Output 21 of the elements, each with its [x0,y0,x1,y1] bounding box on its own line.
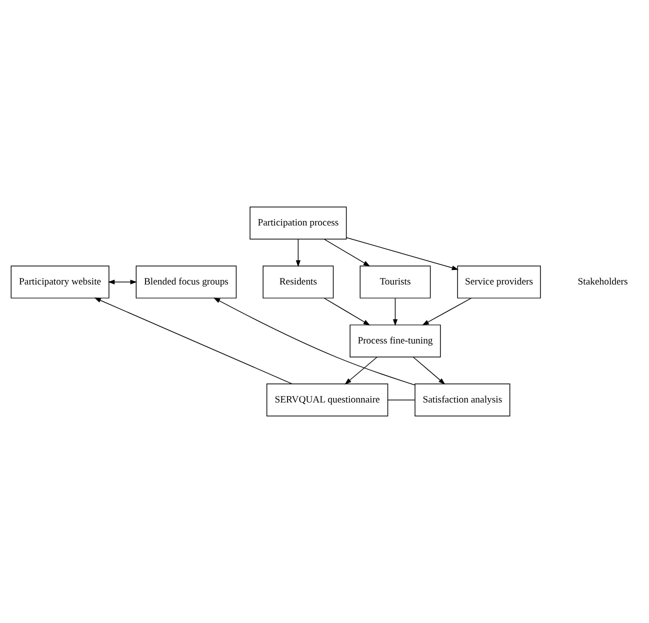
label: Stakeholders [578,276,628,288]
node-box: SERVQUAL questionnaire [266,384,388,416]
node-box: Residents [262,266,334,298]
node-box: Process fine-tuning [350,324,441,358]
arrow [108,280,138,284]
arrow [422,298,472,326]
node-box: Blended focus groups [136,266,237,298]
node-box: Participatory website [10,266,110,298]
arrow [94,298,292,384]
arrow [344,356,378,384]
arrow [392,298,398,326]
arrow [346,237,459,270]
arrow [296,238,301,267]
arrow [213,298,416,386]
node-box: Tourists [360,266,431,298]
node-box: Service providers [457,266,541,298]
node-box: Participation process [250,206,347,240]
node-box: Satisfaction analysis [414,384,510,416]
arrow [324,238,370,266]
arrow [324,298,370,326]
arrow [412,356,446,384]
